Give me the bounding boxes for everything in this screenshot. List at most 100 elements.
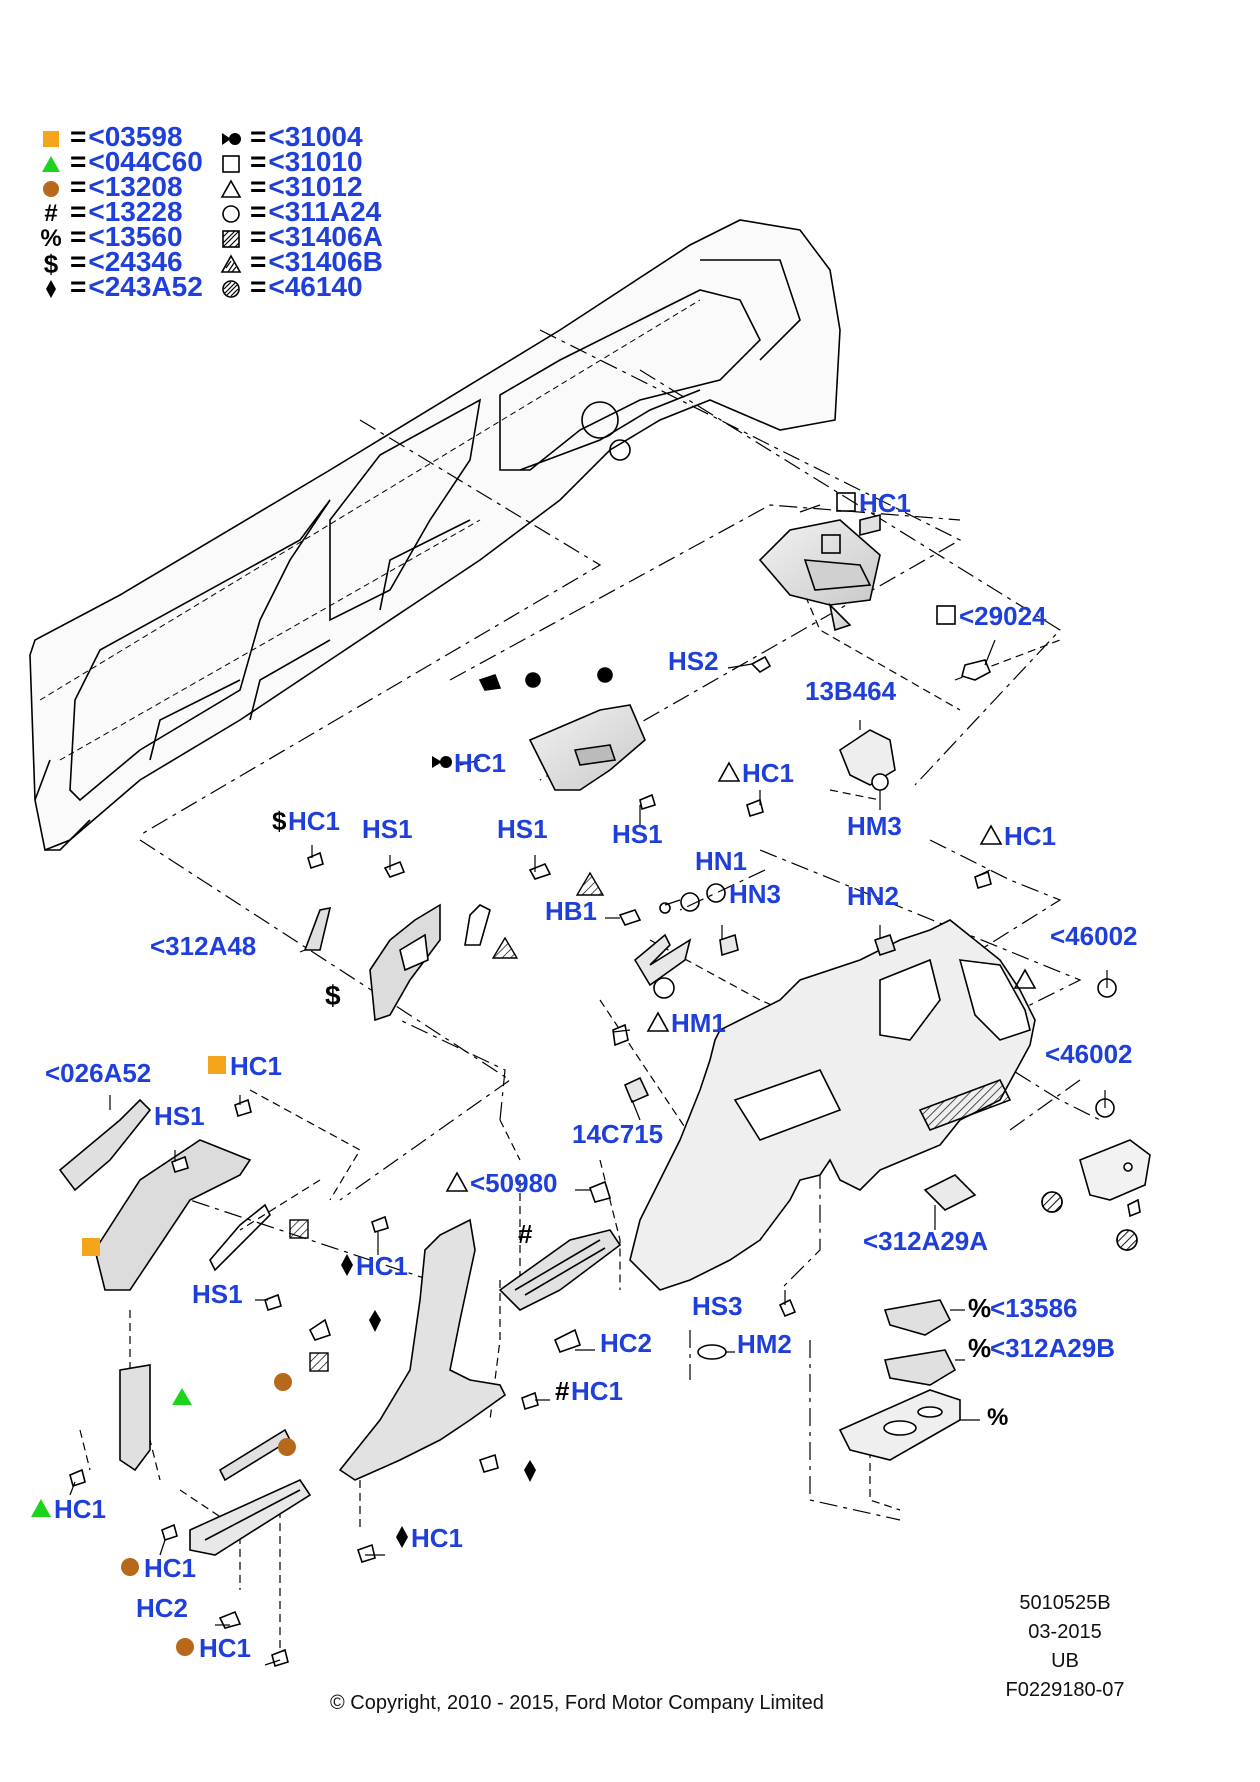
open-circle-icon (680, 892, 700, 912)
bowtie-icon (432, 756, 452, 768)
callout-label: <29024 (959, 601, 1047, 631)
callout-c24: 14C715 (572, 1119, 663, 1149)
bracket-026a52 (58, 1098, 152, 1192)
callout-label: HC1 (288, 806, 340, 836)
callout-c11: HS1 (497, 814, 548, 844)
legend-ref: <13208 (88, 171, 183, 202)
callout-label: <312A29A (863, 1226, 988, 1256)
brown-circle-icon (121, 1558, 139, 1576)
hash-icon: # (518, 1219, 533, 1249)
callout-label: 14C715 (572, 1119, 663, 1149)
callout-label: HN1 (695, 846, 747, 876)
hatched-triangle-icon (491, 936, 519, 959)
screw-hs1-a (383, 860, 406, 878)
callout-c21: <026A52 (45, 1058, 151, 1088)
grille-13b464 (839, 729, 896, 786)
callout-c2: <29024 (936, 601, 1047, 631)
callout-c31: HC2 (600, 1328, 652, 1358)
callout-c5: HC1 (432, 748, 506, 778)
clip-29024 (961, 659, 992, 681)
clip-hm1 (612, 1023, 629, 1047)
legend-ref: <31406A (268, 221, 383, 252)
callout-c38: HC2 (136, 1593, 188, 1623)
green-triangle-icon (42, 155, 60, 172)
callout-label: HC1 (1004, 821, 1056, 851)
callout-label: HS1 (154, 1101, 205, 1131)
legend-item-31406B: =<31406B (220, 247, 383, 277)
front-scuff-plate (189, 1478, 312, 1556)
bracket-312a29a (923, 1174, 977, 1211)
open-square-icon (222, 154, 240, 173)
drawing-info-block: 5010525B 03-2015 UB F0229180-07 (980, 1592, 1150, 1708)
loose-symbols: $ # % (82, 534, 1138, 1482)
grab-handle-lower (209, 1203, 271, 1272)
clip-hc1-brown-b (271, 1648, 289, 1668)
lower-pillar-trim (338, 1218, 507, 1481)
legend-item-311A24: =<311A24 (220, 197, 381, 227)
hatched-triangle-icon (220, 253, 242, 273)
dollar-icon: $ (272, 806, 287, 836)
callout-c4: 13B464 (805, 676, 897, 706)
callout-c3: HS2 (668, 646, 719, 676)
callout-c19: HM1 (646, 1008, 726, 1038)
dollar-icon: $ (43, 248, 59, 279)
legend-ref: <243A52 (88, 271, 203, 302)
callout-c7: HM3 (847, 811, 902, 841)
legend-item-31010: =<31010 (220, 147, 363, 177)
callout-c23: HS1 (154, 1101, 205, 1131)
screw-hs1-d (171, 1155, 189, 1174)
percent-icon: % (968, 1333, 991, 1363)
callout-label: <13586 (990, 1293, 1077, 1323)
legend-item-31012: =<31012 (220, 172, 363, 202)
copyright-notice: © Copyright, 2010 - 2015, Ford Motor Com… (330, 1692, 824, 1714)
callout-c16: HN2 (847, 881, 899, 911)
clip-hc1-dollar (307, 851, 324, 870)
callout-c15: HB1 (545, 896, 597, 926)
brown-circle-icon (43, 180, 59, 197)
open-circle-icon (222, 204, 240, 223)
clip-diamond-mid (478, 1453, 499, 1473)
legend-item-03598: =<03598 (40, 122, 183, 152)
callout-label: <50980 (470, 1168, 557, 1198)
callout-c26: HC1 (341, 1251, 408, 1281)
legend-ref: <03598 (88, 121, 183, 152)
callout-label: HM2 (737, 1329, 792, 1359)
callout-c37: HC1 (396, 1523, 463, 1553)
legend-ref: <24346 (88, 246, 183, 277)
callout-c25: <50980 (445, 1168, 557, 1198)
legend-item-46140: =<46140 (220, 272, 363, 302)
bracket-hn1 (633, 933, 692, 987)
drawing-date: 03-2015 (1028, 1621, 1102, 1643)
drawing-code: 5010525B (1019, 1592, 1111, 1614)
grab-handle-upper (464, 904, 491, 946)
callout-c10: $HC1 (272, 806, 340, 836)
callout-label: HS2 (668, 646, 719, 676)
callout-label: HS1 (192, 1279, 243, 1309)
clip-hc1-orange (234, 1098, 252, 1118)
diamond-icon (524, 1460, 536, 1482)
open-triangle-icon (979, 824, 1003, 845)
percent-icon: % (40, 224, 62, 252)
legend-ref: <13228 (88, 196, 183, 227)
callout-label: HN2 (847, 881, 899, 911)
body-side-structure (29, 219, 841, 852)
callout-c9: HC1 (979, 821, 1056, 851)
scuff-strip (218, 1428, 292, 1482)
callout-c18: <312A48 (150, 931, 256, 961)
brown-circle-icon (278, 1438, 296, 1456)
diamond-icon (341, 1254, 353, 1276)
clip-hm2 (697, 1344, 727, 1360)
legend-item-13228: #=<13228 (40, 196, 183, 227)
callout-label: <312A29B (990, 1333, 1115, 1363)
callout-label: HC1 (144, 1553, 196, 1583)
legend-ref: <31010 (268, 146, 363, 177)
clip-hc1-brown-a (161, 1523, 178, 1542)
clip-hc1-triangle-right (974, 870, 992, 890)
screw-hs3 (778, 1298, 797, 1318)
callout-label: HS1 (612, 819, 663, 849)
hatched-square-icon (289, 1219, 309, 1239)
open-triangle-icon (1013, 968, 1037, 989)
callout-label: <46002 (1050, 921, 1137, 951)
callout-c36: HC1 (121, 1553, 196, 1583)
